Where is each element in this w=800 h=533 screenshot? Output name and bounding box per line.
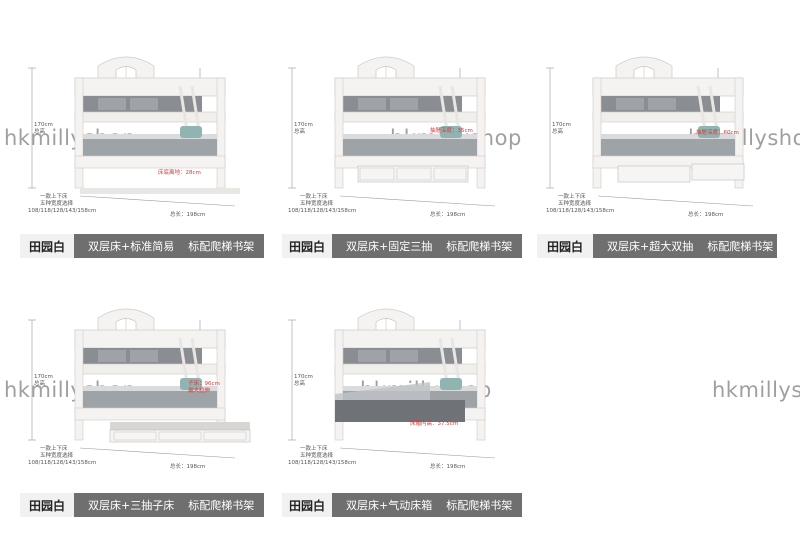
color-tag: 田园白 [537,234,593,258]
length-label: 总长：198cm [430,210,465,218]
width-note-3: 108/118/128/143/158cm [28,208,96,214]
length-label: 总长：198cm [170,462,205,470]
ladder-shelf-label: 标配爬梯书架 [446,499,513,512]
label-bar-trundle: 田园白 双层床+三抽子床 标配爬梯书架 [20,493,264,517]
width-note-3: 108/118/128/143/158cm [288,208,356,214]
product-panel-two-large: 170cm总高30cm总长：198cm一款上下床五种宽度选择108/118/12… [538,38,778,253]
color-tag: 田园白 [282,234,332,258]
width-note-2: 五种宽度选择 [558,199,592,207]
ladder-shelf-label: 标配爬梯书架 [446,240,513,253]
color-tag: 田园白 [282,493,332,517]
product-panel-three-fixed: 170cm总高30cm总长：198cm一款上下床五种宽度选择108/118/12… [280,38,520,253]
bunk-bed-illustration: 170cm总高30cm总长：198cm一款上下床五种宽度选择108/118/12… [28,308,251,470]
variant-label: 双层床+标准简易 [88,240,175,253]
color-tag: 田园白 [20,234,74,258]
width-note-3: 108/118/128/143/158cm [546,208,614,214]
lift-storage [335,382,465,422]
width-note-2: 五种宽度选择 [300,451,334,459]
color-tag: 田园白 [20,493,74,517]
height-label: 170cm [34,122,53,128]
bunk-bed-illustration: 170cm总高30cm总长：198cm一款上下床五种宽度选择108/118/12… [288,56,496,218]
width-note-1: 一款上下床 [40,192,68,200]
width-note-1: 一款上下床 [558,192,586,200]
height-label: 170cm [294,122,313,128]
height-label: 170cm [552,122,571,128]
spec-annotation: 子床：96cm [188,379,220,387]
height-sub-label: 总高 [294,379,306,387]
product-panel-standard: 170cm总高30cm总长：198cm一款上下床五种宽度选择108/118/12… [20,38,260,253]
length-label: 总长：198cm [688,210,723,218]
drawers [357,165,469,183]
label-bar-storage: 田园白 双层床+气动床箱 标配爬梯书架 [282,493,522,517]
product-panel-trundle: 170cm总高30cm总长：198cm一款上下床五种宽度选择108/118/12… [20,290,260,505]
variant-label: 双层床+三抽子床 [88,499,175,512]
width-note-2: 五种宽度选择 [300,199,334,207]
spec-annotation: 抽屉深度：35cm [430,126,473,134]
height-sub-label: 总高 [552,127,564,135]
drawers [617,163,745,183]
width-note-3: 108/118/128/143/158cm [28,460,96,466]
height-sub-label: 总高 [294,127,306,135]
label-bar-two-large: 田园白 双层床+超大双抽 标配爬梯书架 [537,234,777,258]
height-sub-label: 总高 [34,379,46,387]
ladder-shelf-label: 标配爬梯书架 [188,499,255,512]
trundle-bed [109,422,251,443]
length-label: 总长：198cm [170,210,205,218]
length-label: 总长：198cm [430,462,465,470]
width-note-1: 一款上下床 [40,444,68,452]
width-note-1: 一款上下床 [300,444,328,452]
spec-annotation: 抽屉深度：60cm [696,128,739,136]
width-note-2: 五种宽度选择 [40,199,74,207]
height-label: 170cm [34,374,53,380]
watermark: hkmillyshop [712,378,800,402]
ladder-shelf-label: 标配爬梯书架 [188,240,255,253]
variant-label: 双层床+固定三抽 [346,240,433,253]
bunk-bed-illustration: 170cm总高30cm总长：198cm一款上下床五种宽度选择108/118/12… [28,56,240,218]
variant-label: 双层床+超大双抽 [607,240,694,253]
spec-annotation: 床箱内高：37.5cm [410,419,458,427]
ladder-shelf-label: 标配爬梯书架 [707,240,774,253]
width-note-2: 五种宽度选择 [40,451,74,459]
height-label: 170cm [294,374,313,380]
width-note-1: 一款上下床 [300,192,328,200]
variant-label: 双层床+气动床箱 [346,499,433,512]
spec-annotation-sub: 最大拉伸 [188,386,211,394]
bunk-bed-illustration: 170cm总高30cm总长：198cm一款上下床五种宽度选择108/118/12… [546,56,754,218]
label-bar-three-fixed: 田园白 双层床+固定三抽 标配爬梯书架 [282,234,522,258]
width-note-3: 108/118/128/143/158cm [288,460,356,466]
product-panel-storage: 170cm总高30cm总长：198cm一款上下床五种宽度选择108/118/12… [280,290,520,505]
spec-annotation: 床底离地：28cm [158,168,201,176]
label-bar-standard: 田园白 双层床+标准简易 标配爬梯书架 [20,234,264,258]
height-sub-label: 总高 [34,127,46,135]
bunk-bed-illustration: 170cm总高30cm总长：198cm一款上下床五种宽度选择108/118/12… [288,308,496,470]
